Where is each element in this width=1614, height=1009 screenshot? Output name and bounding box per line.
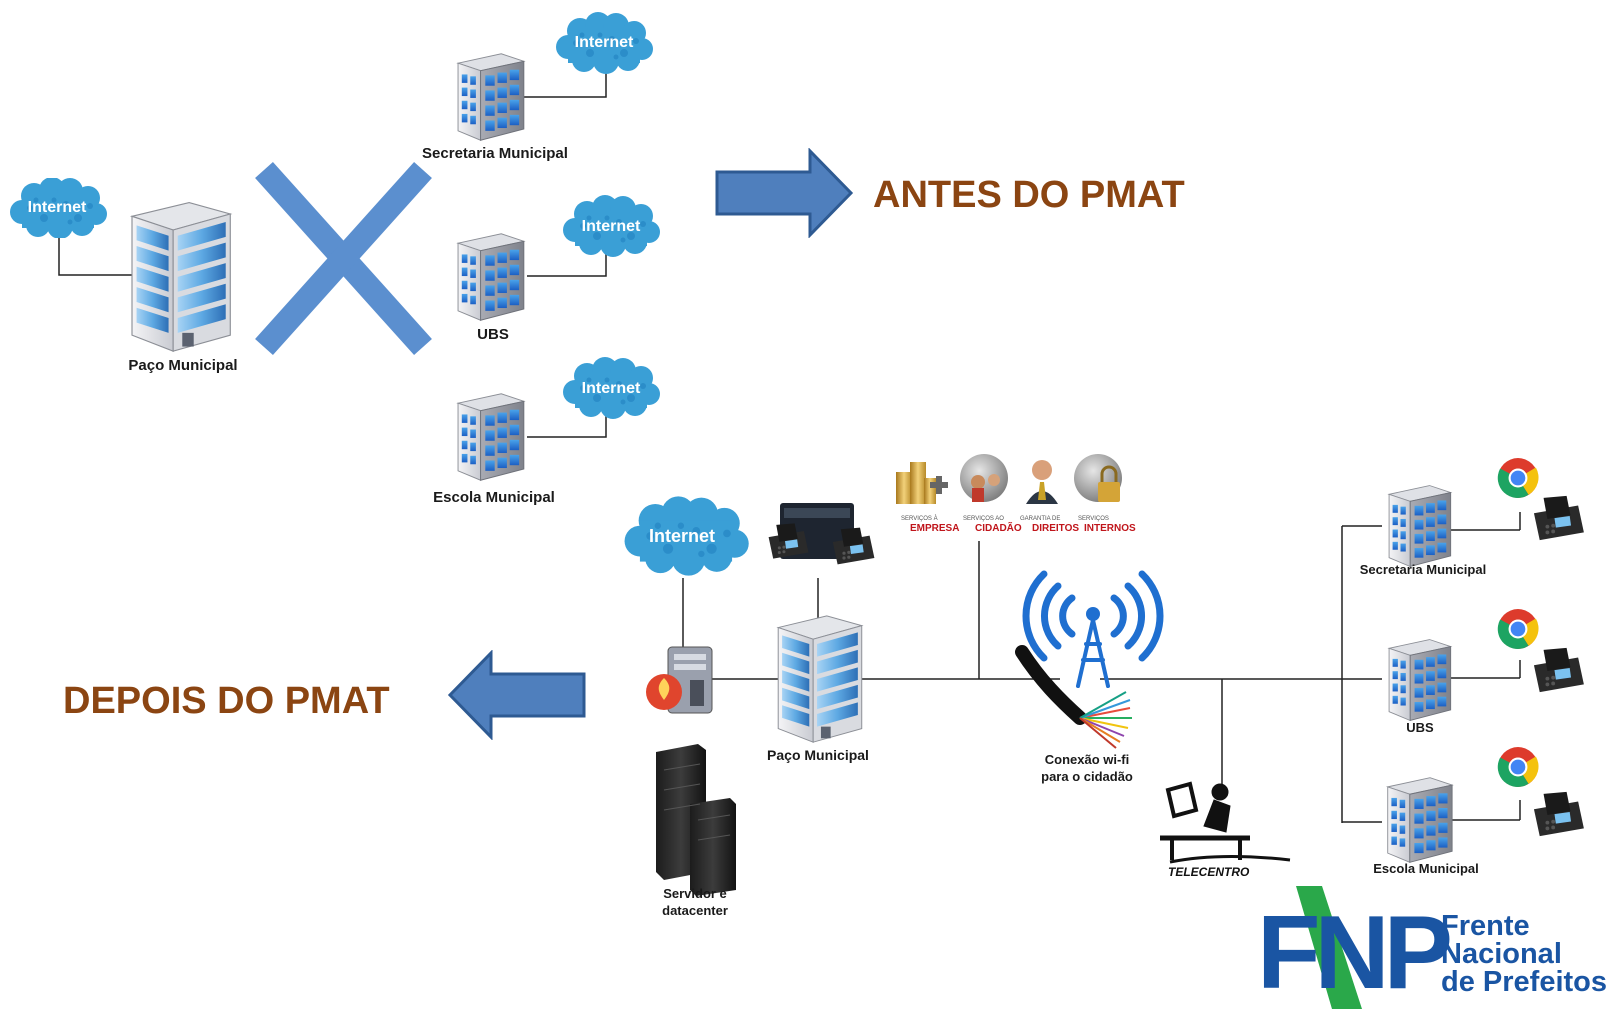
service-1-top: SERVIÇOS À [901, 515, 938, 522]
cloud-label-escola: Internet [582, 380, 641, 397]
fiber-cable-icon [1015, 645, 1132, 749]
coins-icon [896, 462, 948, 504]
logo-line2: Nacional [1441, 938, 1562, 970]
pac-label: Paço Municipal [128, 357, 237, 374]
block-arrow-icon-before [715, 149, 853, 237]
person-at-desk-icon [1160, 781, 1291, 864]
cloud-label-after: Internet [649, 526, 715, 546]
pac-label-after: Paço Municipal [767, 747, 869, 763]
globe-icon-citizen [960, 454, 1008, 502]
cloud-label-ubs: Internet [582, 218, 641, 235]
wifi-label-line2: para o cidadão [1041, 769, 1133, 784]
logo-mark: FNP [1257, 895, 1450, 1009]
escola-label-after: Escola Municipal [1373, 861, 1478, 876]
secretaria-label: Secretaria Municipal [422, 145, 568, 162]
wifi-label-line1: Conexão wi-fi [1045, 752, 1130, 767]
service-2-bottom: CIDADÃO [975, 521, 1022, 534]
office-building-icon-escola-after [1387, 777, 1453, 863]
services-strip [896, 454, 1122, 504]
server-rack-icon [656, 744, 736, 896]
person-icon-rights [1026, 460, 1058, 504]
logo-line1: Frente [1441, 910, 1530, 942]
service-labels: SERVIÇOS À EMPRESA SERVIÇOS AO CIDADÃO G… [901, 515, 1136, 534]
browser-icon-ubs [1497, 609, 1539, 649]
office-building-icon-escola [457, 393, 525, 481]
ip-phone-icon-pbx [768, 503, 875, 565]
office-building-icon-ubs-after [1388, 639, 1452, 721]
browser-icon-escola [1497, 747, 1539, 787]
service-3-top: GARANTIA DE [1020, 516, 1060, 522]
lock-icon [1074, 454, 1122, 502]
block-arrow-icon-after [448, 651, 586, 739]
telecentro-label: TELECENTRO [1168, 865, 1250, 879]
wifi-antenna-icon [1022, 570, 1164, 688]
server-label-line1: Servidor e [663, 886, 727, 901]
logo-line3: de Prefeitos [1441, 966, 1607, 998]
server-label-line2: datacenter [662, 903, 728, 918]
before-section: Internet Paço Municipal Internet Secreta… [10, 12, 1185, 506]
cloud-label-pac: Internet [28, 199, 87, 216]
tower-building-icon-pac-after [777, 615, 863, 743]
logo-green-stroke [1296, 886, 1362, 1009]
ip-phone-icon-ubs [1533, 647, 1584, 693]
service-2-top: SERVIÇOS AO [963, 516, 1004, 522]
service-3-bottom: DIREITOS [1032, 523, 1079, 534]
service-4-bottom: INTERNOS [1084, 523, 1136, 534]
office-building-icon-secretaria [457, 53, 525, 141]
before-links [58, 70, 607, 438]
after-title: DEPOIS DO PMAT [63, 680, 390, 722]
secretaria-label-after: Secretaria Municipal [1360, 562, 1486, 577]
ip-phone-icon-secretaria [1533, 495, 1584, 541]
after-section: DEPOIS DO PMAT Internet Paço Municipal [63, 454, 1584, 918]
fnp-logo: FNP Frente Nacional de Prefeitos [1257, 886, 1607, 1009]
after-links [682, 512, 1521, 823]
cross-x-icon [255, 161, 432, 356]
browser-icon-secretaria [1497, 458, 1539, 498]
before-title: ANTES DO PMAT [873, 174, 1185, 216]
ubs-label: UBS [477, 326, 509, 343]
office-building-icon-ubs [457, 233, 525, 321]
office-building-icon-secretaria-after [1388, 485, 1452, 567]
ubs-label-after: UBS [1406, 720, 1434, 735]
cloud-label-secretaria: Internet [575, 34, 634, 51]
firewall-icon [646, 646, 713, 714]
service-4-top: SERVIÇOS [1078, 516, 1109, 522]
service-1-bottom: EMPRESA [910, 523, 959, 534]
ip-phone-icon-escola [1533, 791, 1584, 837]
tower-building-icon-pac [131, 201, 231, 352]
escola-label: Escola Municipal [433, 489, 555, 506]
